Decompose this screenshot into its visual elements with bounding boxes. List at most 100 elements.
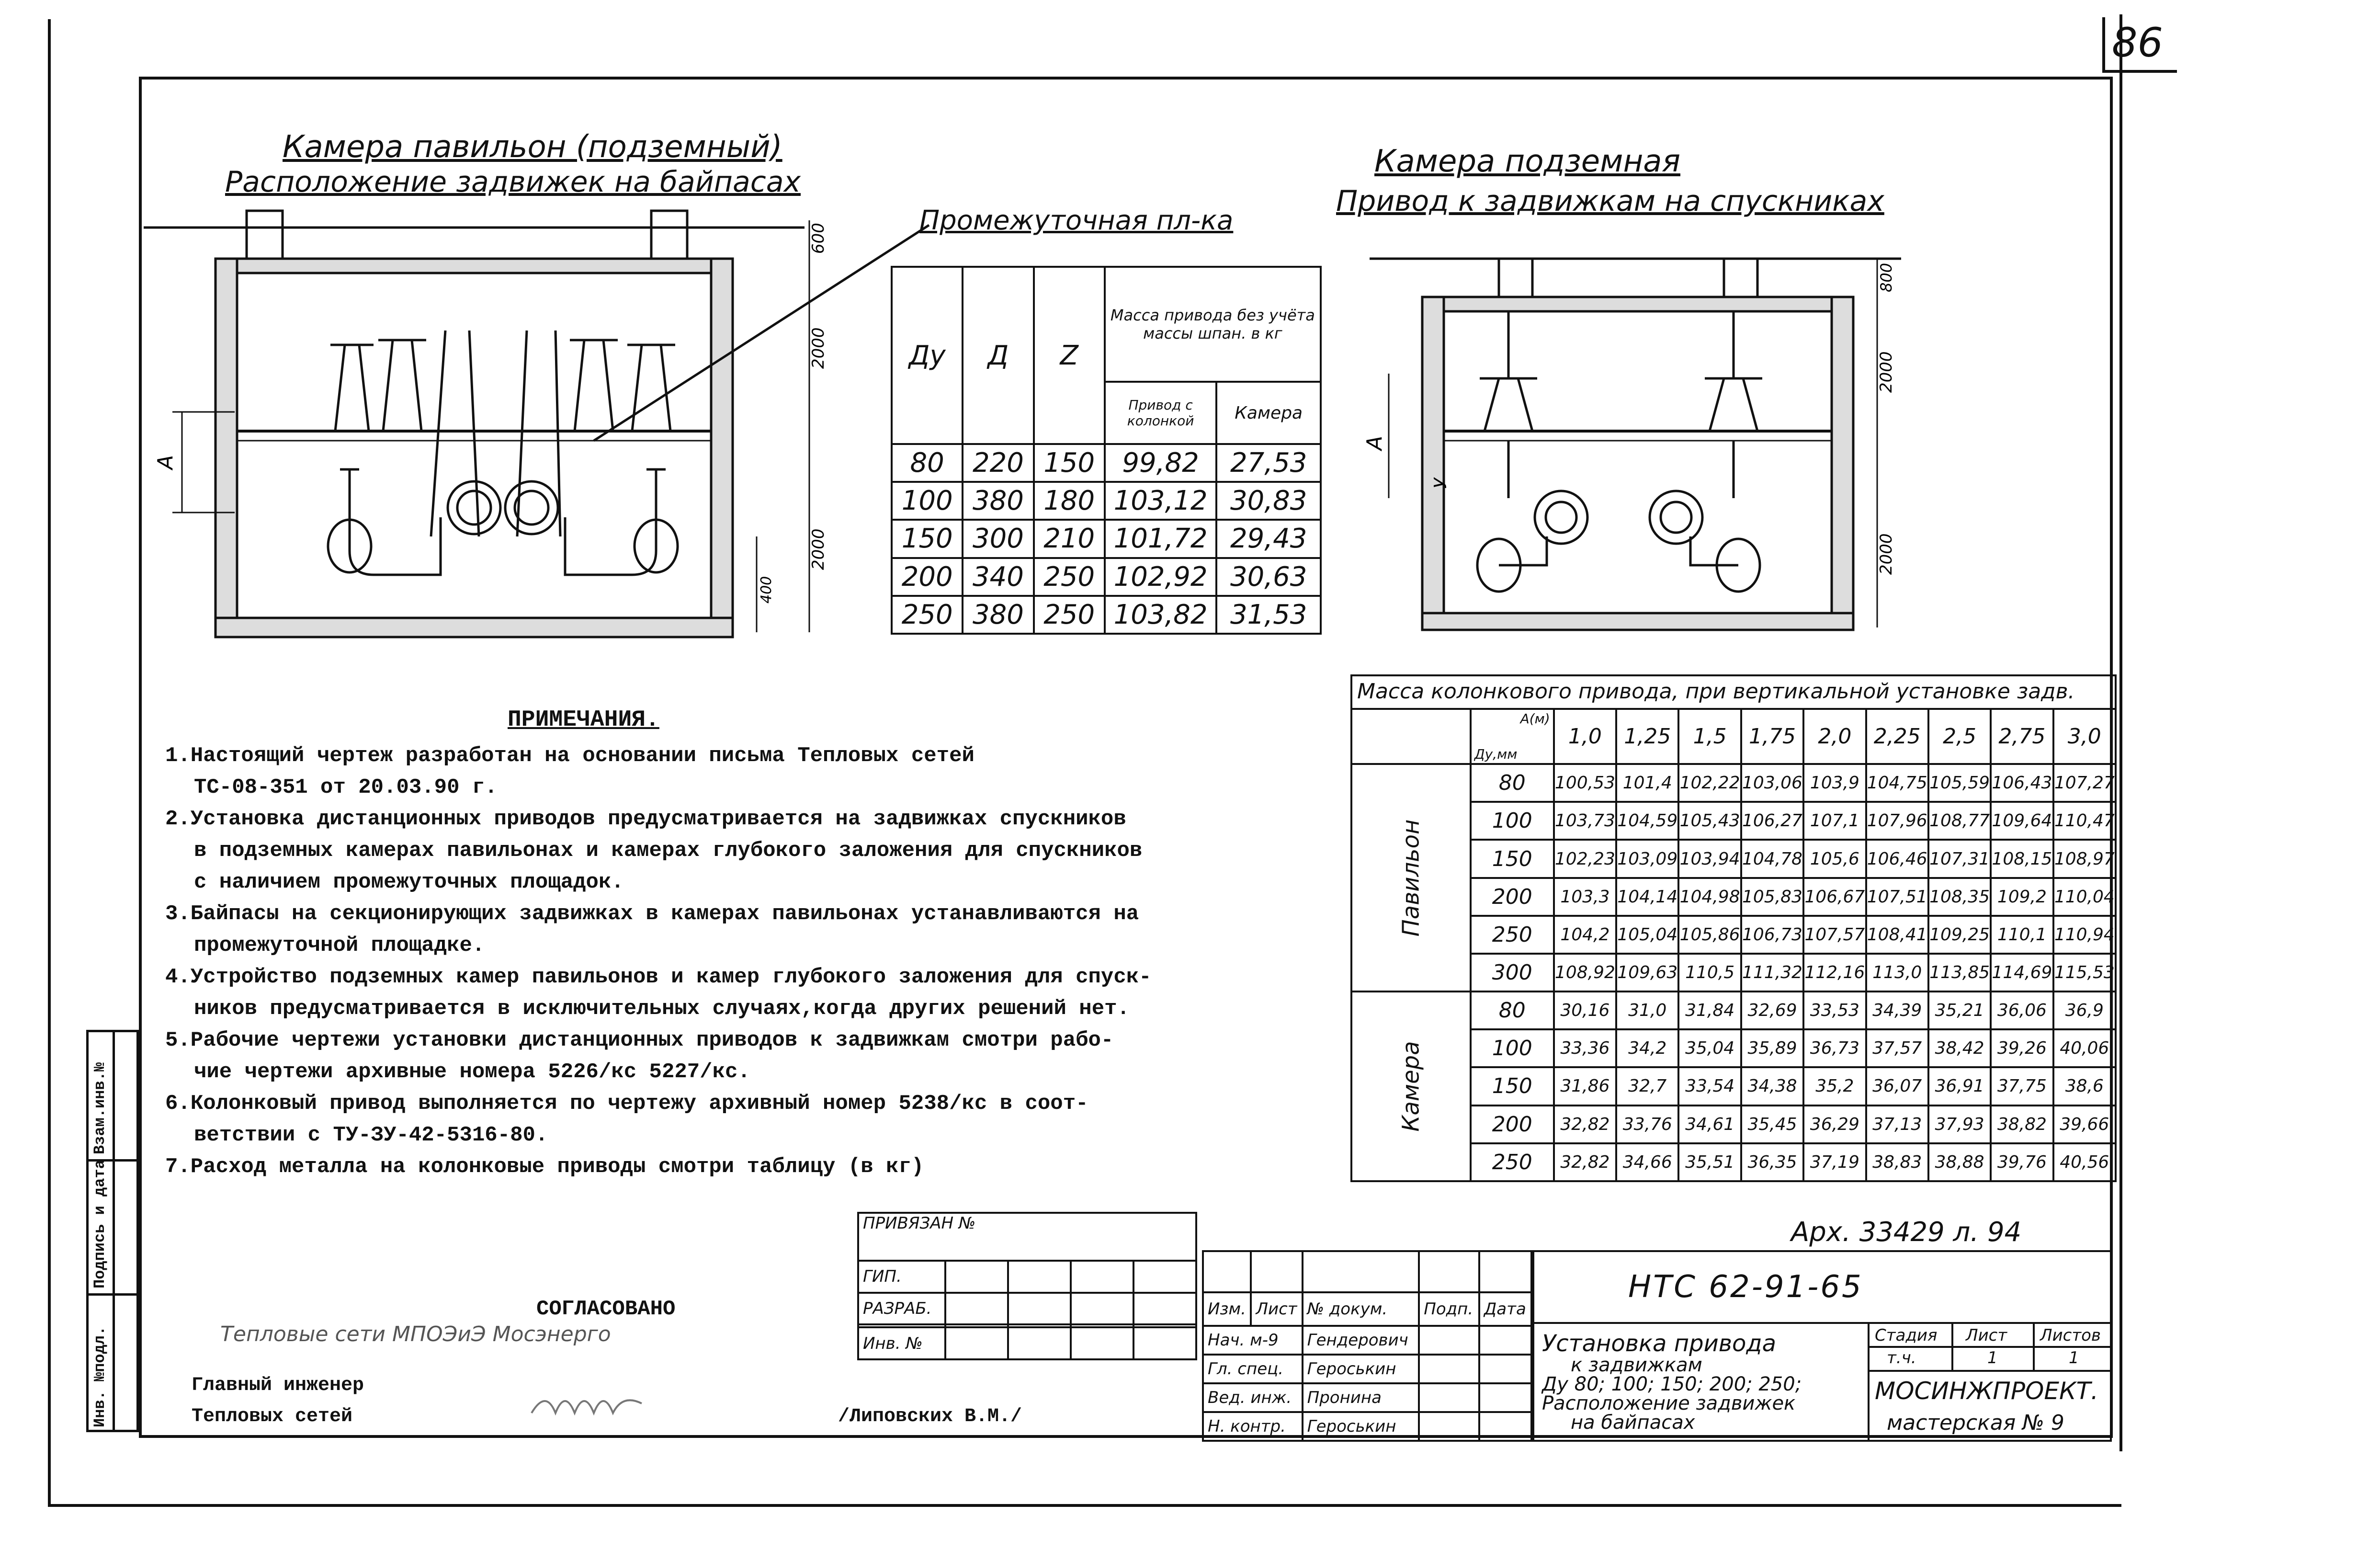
table-cell: 110,5 bbox=[1677, 952, 1742, 993]
dim-a: A bbox=[1362, 436, 1387, 452]
approval-signature bbox=[531, 1399, 642, 1416]
note-line: в подземных камерах павильонах и камерах… bbox=[194, 839, 1143, 863]
table-cell: 150 bbox=[890, 519, 964, 559]
stage-header: Стадия bbox=[1875, 1326, 1938, 1345]
table2-du-cell: 200 bbox=[1469, 1104, 1555, 1144]
table2-du-cell: 80 bbox=[1469, 991, 1555, 1031]
drawing-code: НТС 62-91-65 bbox=[1628, 1269, 1863, 1305]
table-cell: 250 bbox=[1032, 557, 1106, 597]
right-view-drawing: 800 2000 2000 A У bbox=[1362, 257, 1901, 631]
drawing-name: Установка привода к задвижкам Ду 80; 100… bbox=[1542, 1332, 1802, 1432]
table-cell: 150 bbox=[1032, 443, 1106, 483]
archive-number: Арх. 33429 л. 94 bbox=[1791, 1217, 2022, 1248]
note-line: 3.Байпасы на секционирующих задвижках в … bbox=[165, 902, 1139, 926]
table-cell: 35,21 bbox=[1927, 991, 1992, 1031]
table2-col-header: 2,75 bbox=[1990, 707, 2054, 765]
table-cell: 200 bbox=[890, 557, 964, 597]
table-cell: 210 bbox=[1032, 519, 1106, 559]
table-cell: 108,15 bbox=[1990, 839, 2054, 879]
table-cell: 340 bbox=[962, 557, 1035, 597]
sheet-value: 1 bbox=[1987, 1348, 1998, 1368]
note-line: ветствии с ТУ-ЗУ-42-5316-80. bbox=[194, 1123, 548, 1147]
table-cell: 36,91 bbox=[1927, 1066, 1992, 1106]
dim-600: 600 bbox=[809, 223, 828, 254]
title-block-divider bbox=[1868, 1322, 1870, 1442]
table2-du-cell: 150 bbox=[1469, 839, 1555, 879]
table-cell: 80 bbox=[890, 443, 964, 483]
table2-du-cell: 150 bbox=[1469, 1066, 1555, 1106]
right-view-title: Камера подземная bbox=[1374, 144, 1680, 179]
dim-2000-top: 2000 bbox=[809, 327, 828, 369]
table-cell: 110,94 bbox=[2052, 914, 2117, 955]
table-cell: 36,35 bbox=[1740, 1142, 1805, 1183]
table1-header-mass: Масса привода без учёта массы шпан. в кг bbox=[1103, 266, 1322, 383]
side-strip-inv: Инв. №подл. bbox=[91, 1326, 109, 1427]
note-line: ТС-08-351 от 20.03.90 г. bbox=[194, 775, 498, 799]
dim-400: 400 bbox=[758, 576, 775, 604]
table-cell: 100,53 bbox=[1553, 763, 1618, 803]
table-cell: 220 bbox=[962, 443, 1035, 483]
sheet-frame-bottom-edge bbox=[48, 1504, 2121, 1507]
table2-col-header: 1,5 bbox=[1677, 707, 1742, 765]
table-cell: 108,41 bbox=[1865, 914, 1929, 955]
table2-group-name: Камера bbox=[1397, 1041, 1425, 1132]
table-cell: 103,09 bbox=[1615, 839, 1680, 879]
table-cell: 109,25 bbox=[1927, 914, 1992, 955]
table-cell: 30,83 bbox=[1215, 481, 1322, 521]
table-cell: 112,16 bbox=[1802, 952, 1867, 993]
left-view-subtitle: Расположение задвижек на байпасах bbox=[225, 165, 801, 199]
table-cell: 108,97 bbox=[2052, 839, 2117, 879]
table-cell: 104,2 bbox=[1553, 914, 1618, 955]
approval-org: Тепловые сети МПОЭиЭ Мосэнерго bbox=[220, 1322, 611, 1346]
table-cell: 38,83 bbox=[1865, 1142, 1929, 1183]
left-view-title: Камера павильон (подземный) bbox=[283, 129, 782, 165]
table-cell: 110,04 bbox=[2052, 877, 2117, 917]
platform-label: Промежуточная пл-ка bbox=[919, 205, 1234, 236]
table-cell: 380 bbox=[962, 594, 1035, 635]
dim-2000-top: 2000 bbox=[1877, 351, 1896, 393]
table1-header-z: Z bbox=[1032, 266, 1106, 445]
table-cell: 103,73 bbox=[1553, 801, 1618, 841]
table-cell: 106,46 bbox=[1865, 839, 1929, 879]
table-cell: 39,66 bbox=[2052, 1104, 2117, 1144]
binding-row-label bbox=[857, 1323, 946, 1329]
dim-y: У bbox=[1431, 477, 1451, 489]
drawing-name-line: Установка привода bbox=[1542, 1330, 1777, 1357]
approval-line1: Главный инженер bbox=[192, 1375, 364, 1396]
table-cell: 36,06 bbox=[1990, 991, 2054, 1031]
table-cell: 34,38 bbox=[1740, 1066, 1805, 1106]
tb-signer-name: Героськин bbox=[1301, 1411, 1420, 1442]
table2-col-header: 2,0 bbox=[1802, 707, 1867, 765]
table2-col-header: 1,75 bbox=[1740, 707, 1805, 765]
table-cell: 104,78 bbox=[1740, 839, 1805, 879]
table-cell: 103,06 bbox=[1740, 763, 1805, 803]
table-cell: 106,27 bbox=[1740, 801, 1805, 841]
table-cell: 30,63 bbox=[1215, 557, 1322, 597]
sheet-number-box bbox=[2102, 17, 2177, 73]
table-cell: 102,22 bbox=[1677, 763, 1742, 803]
approval-name: /Липовских В.М./ bbox=[838, 1406, 1022, 1427]
table2-corner-a: А(м) bbox=[1520, 711, 1550, 727]
table-cell: 110,47 bbox=[2052, 801, 2117, 841]
table-cell: 35,45 bbox=[1740, 1104, 1805, 1144]
tb-header: № докум. bbox=[1301, 1291, 1420, 1327]
table-cell: 33,36 bbox=[1553, 1028, 1618, 1069]
tb-signer-name: Героськин bbox=[1301, 1354, 1420, 1384]
tb-signer-role: Вед. инж. bbox=[1202, 1382, 1303, 1413]
table-cell: 103,94 bbox=[1677, 839, 1742, 879]
tb-signer-role: Н. контр. bbox=[1202, 1411, 1303, 1442]
table-cell: 38,88 bbox=[1927, 1142, 1992, 1183]
table-cell: 106,67 bbox=[1802, 877, 1867, 917]
tb-header: Подп. bbox=[1418, 1291, 1480, 1327]
table-cell: 180 bbox=[1032, 481, 1106, 521]
table-cell: 33,54 bbox=[1677, 1066, 1742, 1106]
table-cell: 34,2 bbox=[1615, 1028, 1680, 1069]
table-cell: 34,61 bbox=[1677, 1104, 1742, 1144]
binding-box: ПРИВЯЗАН № ГИП. РАЗРАБ. Инв. № bbox=[857, 1212, 1197, 1360]
